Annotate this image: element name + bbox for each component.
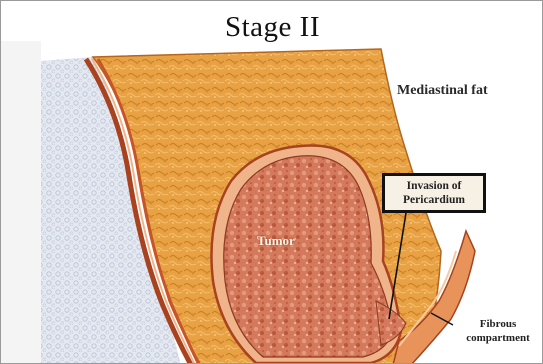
label-invasion-box: Invasion of Pericardium bbox=[382, 173, 486, 213]
page-title: Stage II bbox=[1, 11, 543, 44]
label-invasion-text: Invasion of Pericardium bbox=[403, 179, 465, 207]
label-fibrous-compartment: Fibrous compartment bbox=[453, 317, 543, 345]
label-mediastinal-fat: Mediastinal fat bbox=[397, 83, 488, 99]
label-tumor: Tumor bbox=[257, 233, 295, 249]
